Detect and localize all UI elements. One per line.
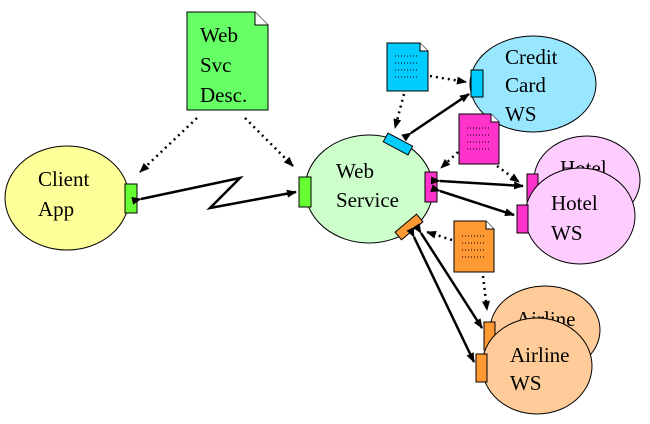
hotel-doc-to-hotel-arrow bbox=[496, 164, 520, 184]
service-airline-connection bbox=[406, 227, 476, 363]
hotel-ws-label-line1: Hotel bbox=[551, 191, 598, 215]
web-service-client-port bbox=[298, 176, 312, 208]
credit-card-ws-node[interactable]: Credit Card WS bbox=[469, 35, 597, 133]
web-svc-desc-line1: Web bbox=[200, 23, 238, 47]
web-svc-desc-fold bbox=[254, 12, 268, 26]
web-service-label-line1: Web bbox=[336, 159, 374, 183]
web-service-hotel-port bbox=[424, 171, 438, 203]
client-app-node[interactable]: Client App bbox=[4, 145, 130, 251]
service-credit-connection bbox=[401, 92, 470, 142]
client-app-label-line1: Client bbox=[38, 167, 89, 191]
credit-doc-to-credit-arrow bbox=[429, 74, 467, 85]
client-app-label-line2: App bbox=[38, 197, 74, 221]
credit-card-port bbox=[470, 69, 484, 98]
web-service-credit-port bbox=[382, 132, 414, 156]
credit-card-description-doc[interactable] bbox=[386, 42, 429, 92]
airline-ws-label-line2: WS bbox=[510, 371, 542, 395]
service-hotel-back-connection bbox=[430, 176, 524, 190]
service-hotel-connection bbox=[430, 184, 515, 217]
airline-ws-label-line1: Airline bbox=[510, 343, 569, 367]
message-connections bbox=[131, 92, 524, 363]
airline-doc-to-service-arrow bbox=[426, 230, 453, 242]
client-service-zigzag-connection bbox=[131, 175, 297, 210]
airline-description-doc[interactable] bbox=[453, 220, 495, 273]
web-service-label-line2: Service bbox=[336, 188, 399, 212]
web-svc-description-doc[interactable]: Web Svc Desc. bbox=[186, 11, 269, 111]
airline-ws-node[interactable]: Airline WS bbox=[481, 317, 593, 415]
credit-card-label-line2: Card bbox=[505, 73, 546, 97]
hotel-ws-label-line2: WS bbox=[551, 221, 583, 245]
hotel-description-doc[interactable] bbox=[458, 113, 500, 165]
desc-to-service-arrow bbox=[244, 117, 294, 167]
hotel-ws-ellipse bbox=[524, 167, 636, 265]
credit-doc-to-service-arrow bbox=[393, 93, 406, 129]
credit-card-label-line1: Credit bbox=[505, 45, 558, 69]
credit-card-label-line3: WS bbox=[505, 102, 537, 126]
desc-to-client-arrow bbox=[139, 117, 198, 173]
client-app-port bbox=[124, 183, 138, 214]
hotel-ws-node[interactable]: Hotel WS bbox=[524, 167, 636, 265]
airline-ws-port bbox=[475, 353, 488, 383]
web-svc-desc-line3: Desc. bbox=[200, 83, 247, 107]
web-svc-desc-line2: Svc bbox=[200, 53, 232, 77]
web-svc-desc-page bbox=[186, 11, 269, 111]
credit-card-ws-ellipse bbox=[469, 35, 597, 133]
hotel-doc-to-service-arrow bbox=[440, 151, 459, 169]
airline-doc-to-airline-arrow bbox=[481, 275, 490, 311]
hotel-ws-port bbox=[516, 204, 529, 234]
